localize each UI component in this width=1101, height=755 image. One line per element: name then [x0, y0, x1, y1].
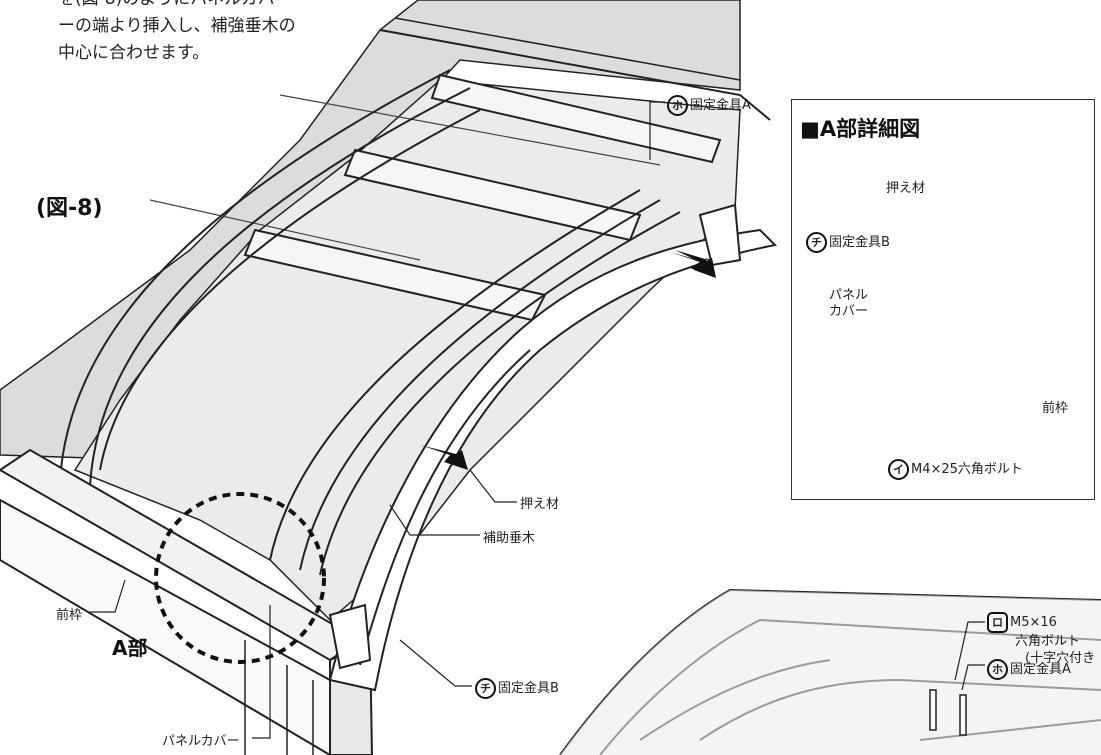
label-a-part: A部 [112, 636, 148, 660]
label-pressing-strip: 押え材 [520, 497, 560, 512]
label-fixing-a-bottom: ホ固定金具A [987, 658, 1071, 680]
intro-line-2: ーの端より挿入し、補強垂木の [58, 16, 296, 36]
label-text: M5×16 [1010, 615, 1057, 630]
detail-title: ■A部詳細図 [800, 117, 921, 141]
badge-chi: チ [806, 232, 827, 253]
badge-ho: ホ [987, 659, 1008, 680]
intro-line-3: 中心に合わせます。 [58, 43, 210, 63]
badge-ho: ホ [667, 95, 688, 116]
detail-label-cover: カバー [829, 304, 869, 319]
rafters [59, 69, 681, 576]
label-panel-cover: パネルカバー [162, 734, 240, 749]
detail-label-fixing-b: チ固定金具B [806, 231, 890, 253]
label-text: 固定金具A [690, 98, 751, 113]
figure-label: (図-8) [36, 196, 103, 221]
label-auxiliary-rafter: 補助垂木 [483, 531, 536, 546]
leader-lines [90, 101, 985, 739]
label-text: M4×25六角ボルト [911, 462, 1023, 477]
detail-label-pressing-strip: 押え材 [886, 181, 926, 196]
detail-box [791, 99, 1095, 500]
label-bolt-m5-type: 六角ボルト [1015, 634, 1081, 649]
label-fixing-a-top: ホ固定金具A [667, 94, 751, 116]
label-front-frame: 前枠 [56, 608, 83, 623]
badge-i: イ [888, 459, 909, 480]
label-text: 固定金具B [829, 235, 890, 250]
intro-line-1: を(図-8)のようにパネルカバ [58, 0, 348, 13]
label-text: 固定金具A [1010, 662, 1071, 677]
label-text: 固定金具B [498, 681, 559, 696]
detail-label-front-frame: 前枠 [1042, 401, 1069, 416]
badge-chi: チ [475, 678, 496, 699]
cross-rafters [243, 73, 722, 322]
label-fixing-b: チ固定金具B [475, 677, 559, 699]
badge-ro: ロ [987, 612, 1008, 633]
detail-label-panel: パネル [829, 288, 869, 303]
label-bolt-m5-note: (十字穴付き [1025, 651, 1096, 666]
intro-text: を(図-8)のようにパネルカバ ーの端より挿入し、補強垂木の 中心に合わせます。 [58, 0, 348, 67]
